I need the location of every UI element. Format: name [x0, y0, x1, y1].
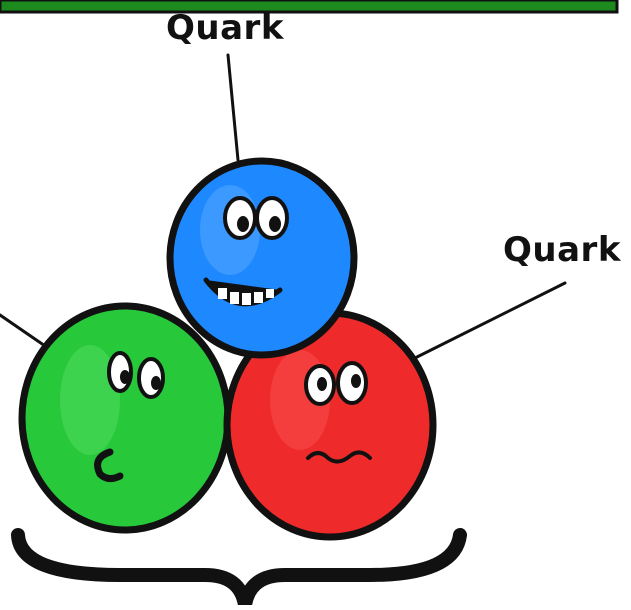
pointer-line-right — [415, 283, 565, 358]
pointer-line-left — [0, 315, 48, 348]
grouping-brace — [18, 535, 460, 605]
blue-quark — [170, 161, 354, 355]
quark-label-right: Quark — [503, 230, 621, 270]
quark-label-top: Quark — [166, 8, 284, 48]
top-banner-bar — [0, 0, 617, 12]
pointer-line-top — [228, 55, 238, 160]
green-quark — [22, 306, 228, 530]
